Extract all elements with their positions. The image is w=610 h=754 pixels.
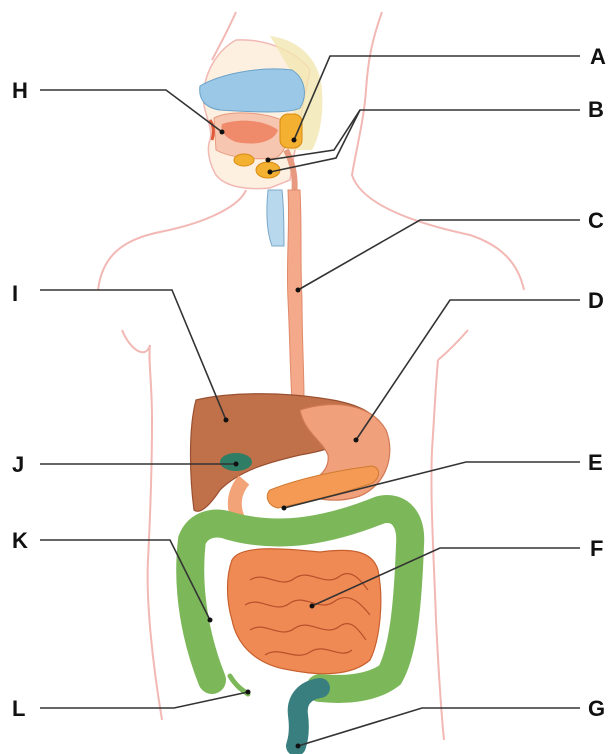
dot-l bbox=[246, 690, 251, 695]
label-g: G bbox=[588, 698, 605, 720]
label-a: A bbox=[590, 46, 606, 68]
label-l: L bbox=[12, 698, 25, 720]
dot-h bbox=[220, 130, 225, 135]
dot-k bbox=[208, 618, 213, 623]
salivary-gland-sublingual bbox=[234, 154, 254, 166]
dot-a bbox=[292, 138, 297, 143]
dot-e bbox=[282, 506, 287, 511]
leader-c bbox=[298, 220, 580, 290]
dot-j bbox=[234, 462, 239, 467]
dot-i bbox=[224, 418, 229, 423]
trachea bbox=[267, 190, 284, 246]
label-k: K bbox=[12, 530, 28, 552]
leader-g bbox=[298, 708, 580, 746]
label-i: I bbox=[12, 283, 18, 305]
label-f: F bbox=[590, 538, 603, 560]
leader-d bbox=[356, 300, 580, 440]
dot-b bbox=[266, 158, 271, 163]
dot-f bbox=[310, 604, 315, 609]
dot-d bbox=[354, 438, 359, 443]
label-d: D bbox=[588, 290, 604, 312]
leader-l bbox=[40, 692, 248, 708]
label-e: E bbox=[588, 452, 603, 474]
dot-c bbox=[296, 288, 301, 293]
label-c: C bbox=[588, 210, 604, 232]
label-h: H bbox=[12, 80, 28, 102]
leader-h bbox=[40, 90, 222, 132]
rectum bbox=[296, 688, 320, 746]
label-b: B bbox=[588, 99, 604, 121]
label-j: J bbox=[12, 454, 24, 476]
appendix bbox=[230, 676, 248, 694]
dot-g bbox=[296, 744, 301, 749]
leader-a bbox=[294, 56, 580, 140]
esophagus bbox=[287, 190, 304, 400]
dot-b2 bbox=[268, 170, 273, 175]
